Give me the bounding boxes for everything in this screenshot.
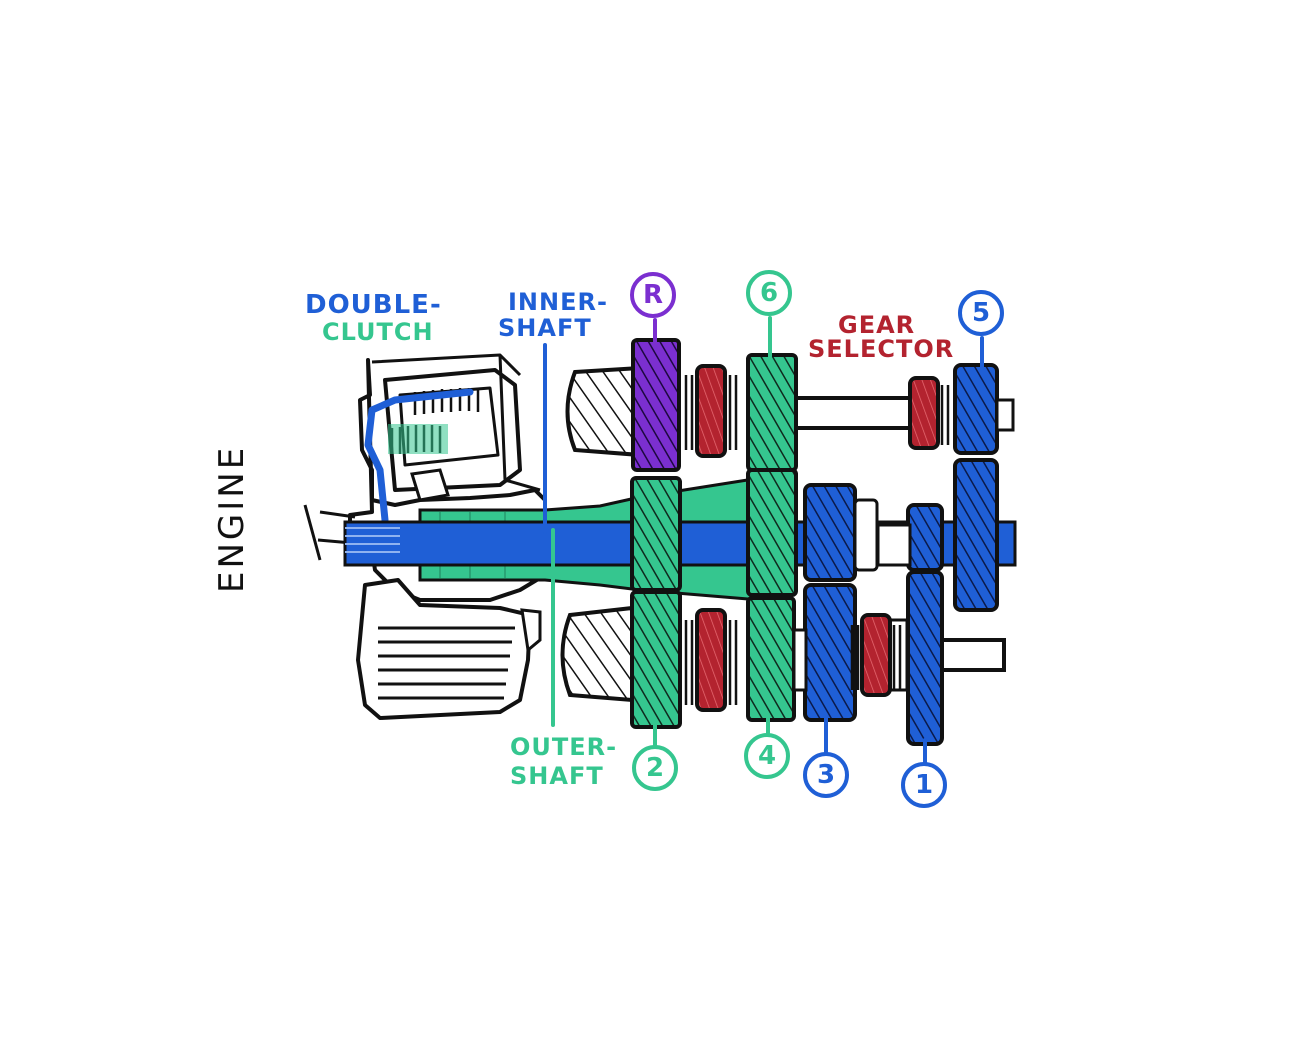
inner-shaft-label-line2: SHAFT <box>498 314 592 342</box>
gear-badge-5: 5 <box>958 290 1004 336</box>
lower-drive-gear <box>560 605 634 703</box>
gear-3-body <box>803 583 857 722</box>
gear-1-main <box>906 503 944 572</box>
gear-6-body <box>746 353 798 472</box>
engine-label: ENGINE <box>212 444 252 593</box>
gear-5-main <box>953 458 999 612</box>
inner-shaft-spline <box>345 527 400 553</box>
gear-selector-label-line1: GEAR <box>838 311 916 339</box>
gear-badge-6: 6 <box>746 270 792 316</box>
outer-shaft-label-line2: SHAFT <box>510 762 604 790</box>
housing-flange <box>520 608 542 653</box>
lower-lay-shaft <box>938 638 1006 672</box>
synchro-teeth <box>684 375 950 705</box>
gear-selector-label-line2: SELECTOR <box>808 335 955 363</box>
gear-2-body <box>630 590 682 729</box>
clutch-outer-highlight <box>388 424 448 454</box>
housing-fins <box>378 626 515 700</box>
upper-drive-gear <box>565 365 642 458</box>
gear-badge-2: 2 <box>632 745 678 791</box>
gear-badge-1: 1 <box>901 762 947 808</box>
gear-badge-3: 3 <box>803 752 849 798</box>
gear-2-main <box>630 476 682 592</box>
inner-clutch-line <box>364 388 474 524</box>
gear-4-body <box>746 596 796 722</box>
inner-shaft-label-line1: INNER- <box>508 288 608 316</box>
gear-5-cap <box>995 398 1015 432</box>
gear-3-main <box>803 483 857 582</box>
outer-shaft-label-line1: OUTER- <box>510 733 618 761</box>
gear-selectors <box>695 364 940 712</box>
gear-5-body <box>953 363 999 455</box>
gear-reverse-body <box>631 338 681 472</box>
gear-badge-4: 4 <box>744 733 790 779</box>
double-clutch-label-line2: CLUTCH <box>322 318 434 346</box>
gear-6-main <box>746 468 798 597</box>
gear-badge-reverse: R <box>630 272 676 318</box>
leader-lines <box>543 316 984 764</box>
double-clutch-label-line1: DOUBLE- <box>305 290 442 320</box>
gear-1-body <box>906 570 944 746</box>
clutch-hub <box>410 468 450 502</box>
upper-lay-shaft <box>788 396 922 430</box>
